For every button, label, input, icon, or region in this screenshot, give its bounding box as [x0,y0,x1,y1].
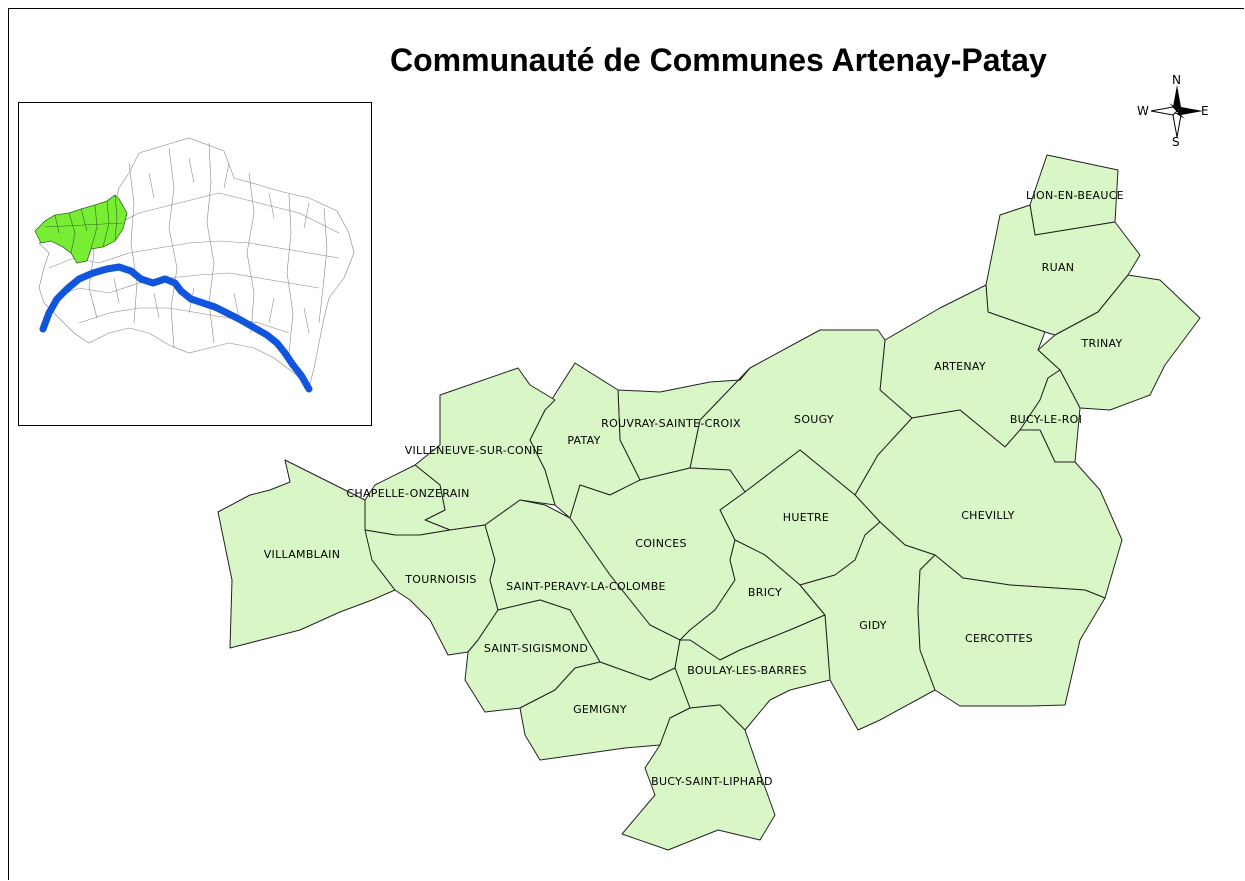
commune-label: ARTENAY [934,360,986,373]
map-frame [8,8,1244,880]
commune-label: SAINT-SIGISMOND [484,642,588,655]
commune-label: PATAY [567,434,600,447]
inset-map-svg [34,137,355,393]
commune-label: GEMIGNY [573,703,627,716]
commune-label: RUAN [1042,261,1075,274]
commune-label: BUCY-SAINT-LIPHARD [651,775,773,788]
commune-label: BRICY [748,586,782,599]
commune-label: CHEVILLY [961,509,1015,522]
inset-department-outline [38,137,355,389]
commune-label: CERCOTTES [965,632,1033,645]
commune-label: SOUGY [794,413,834,426]
commune-trinay[interactable] [1037,274,1201,411]
inset-river [39,263,313,393]
commune-label: CHAPELLE-ONZERAIN [346,487,469,500]
commune-label: LION-EN-BEAUCE [1026,189,1124,202]
commune-label: TRINAY [1080,337,1122,350]
map-title: Communauté de Communes Artenay-Patay [390,42,1047,78]
commune-label: ROUVRAY-SAINTE-CROIX [601,417,741,430]
inset-highlight-area [34,194,128,264]
inset-locator-map [18,102,372,426]
commune-label: GIDY [859,619,887,632]
commune-label: BOULAY-LES-BARRES [687,664,807,677]
commune-label: SAINT-PERAVY-LA-COLOMBE [506,580,666,593]
commune-label: HUETRE [783,511,829,524]
commune-label: VILLAMBLAIN [264,548,341,561]
commune-bucy-saint-liphard[interactable] [621,704,776,851]
commune-cercottes[interactable] [917,554,1106,707]
commune-label: VILLENEUVE-SUR-CONIE [405,444,544,457]
commune-label: TOURNOISIS [404,573,476,586]
commune-label: COINCES [635,537,687,550]
commune-label: BUCY-LE-ROI [1010,413,1082,426]
